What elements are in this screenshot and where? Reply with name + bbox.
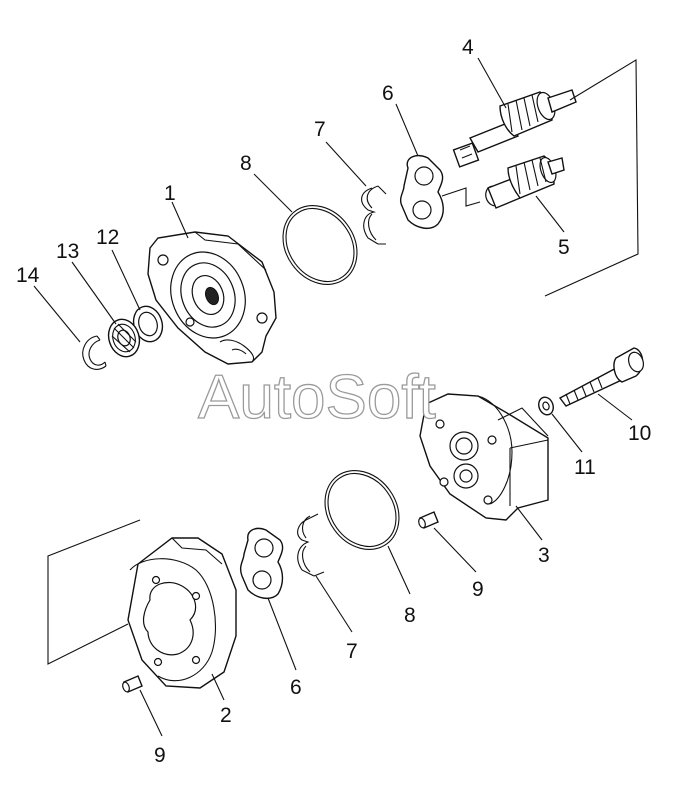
watermark: AutoSoft — [198, 363, 436, 432]
callout-2: 2 — [220, 704, 232, 727]
part-6-wear-plate-bottom — [239, 527, 284, 600]
part-5-driven-gear — [485, 155, 565, 209]
callout-13: 13 — [56, 240, 79, 263]
part-7-backup-ring-top — [361, 185, 387, 245]
part-13-bearing — [107, 318, 141, 358]
callout-9-right: 9 — [472, 578, 484, 601]
part-4-drive-gear — [452, 89, 577, 168]
assembly-bracket-lower — [47, 519, 141, 665]
callout-labels: 1 2 3 4 5 6 6 7 7 8 8 9 9 10 11 12 13 14 — [16, 36, 651, 767]
part-10-bolt — [558, 347, 645, 407]
callout-11: 11 — [574, 456, 596, 479]
callout-12: 12 — [96, 226, 119, 249]
callout-6-top: 6 — [382, 82, 394, 105]
part-3-rear-body — [419, 393, 549, 521]
part-8-o-ring-top — [282, 205, 358, 285]
callout-1: 1 — [164, 182, 176, 205]
part-9-dowel-pin-left — [122, 675, 143, 693]
part-1-front-housing — [147, 231, 277, 365]
callout-7-top: 7 — [314, 118, 326, 141]
callout-3: 3 — [538, 544, 550, 567]
part-14-snap-ring — [82, 335, 107, 370]
part-9-dowel-pin-right — [418, 511, 439, 529]
callout-8-bottom: 8 — [404, 604, 416, 627]
callout-14: 14 — [16, 264, 40, 287]
callout-7-bottom: 7 — [346, 640, 358, 663]
callout-8-top: 8 — [240, 152, 252, 175]
callout-5: 5 — [558, 236, 570, 259]
part-6-wear-plate-top — [399, 154, 444, 230]
part-11-washer — [538, 396, 554, 416]
callout-6-bottom: 6 — [290, 676, 302, 699]
callout-10: 10 — [628, 422, 651, 445]
callout-4: 4 — [462, 36, 474, 59]
part-2-gear-body — [127, 537, 237, 689]
callout-9-left: 9 — [154, 744, 166, 767]
part-8-o-ring-bottom — [324, 470, 400, 550]
assembly-bracket-upper — [441, 59, 639, 297]
leader-lines — [33, 57, 633, 737]
part-7-backup-ring-bottom — [297, 513, 325, 577]
